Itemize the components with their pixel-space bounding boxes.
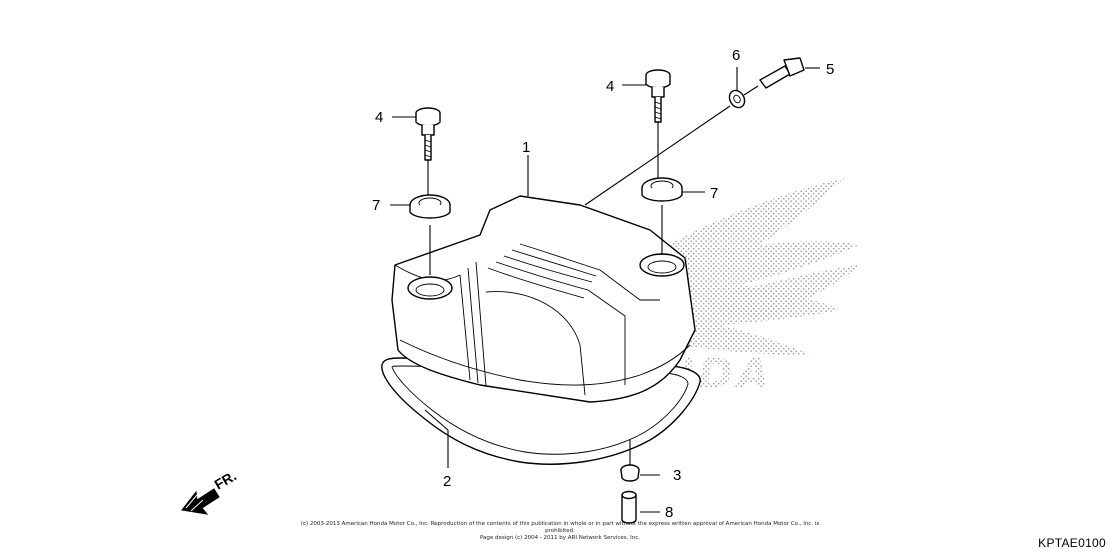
special-bolt-left (415, 107, 441, 161)
flange-bolt (759, 57, 805, 89)
cylinder-head-cover (391, 195, 696, 403)
leader-lines (390, 67, 820, 513)
callout-4-left: 4 (375, 109, 383, 126)
callout-8: 8 (665, 504, 673, 521)
callout-7-left: 7 (372, 197, 380, 214)
sealing-washer (728, 89, 746, 109)
callout-2: 2 (443, 473, 451, 490)
callout-7-right: 7 (710, 185, 718, 202)
figure-code: KPTAE0100 (1038, 536, 1106, 550)
rubber-seal-left (409, 194, 451, 219)
copyright-line-2: Page design (c) 2004 - 2011 by ARI Netwo… (479, 535, 641, 541)
front-marker-label: FR. (212, 467, 240, 492)
dowel-pin (621, 490, 637, 524)
callout-3: 3 (673, 467, 681, 484)
callout-1: 1 (522, 139, 530, 156)
callout-6: 6 (732, 47, 740, 64)
front-arrow-icon (181, 488, 220, 515)
callout-labels: 1 2 3 4 4 5 6 7 7 8 (372, 47, 834, 521)
copyright-line-1: (c) 2003-2013 American Honda Motor Co., … (300, 521, 820, 534)
callout-5: 5 (826, 61, 834, 78)
grommet (620, 464, 640, 482)
special-bolt-right (645, 69, 671, 123)
callout-4-right: 4 (606, 78, 614, 95)
copyright-notice: (c) 2003-2013 American Honda Motor Co., … (300, 521, 820, 542)
rubber-seal-right (641, 177, 683, 202)
front-direction-marker: FR. (181, 467, 240, 515)
